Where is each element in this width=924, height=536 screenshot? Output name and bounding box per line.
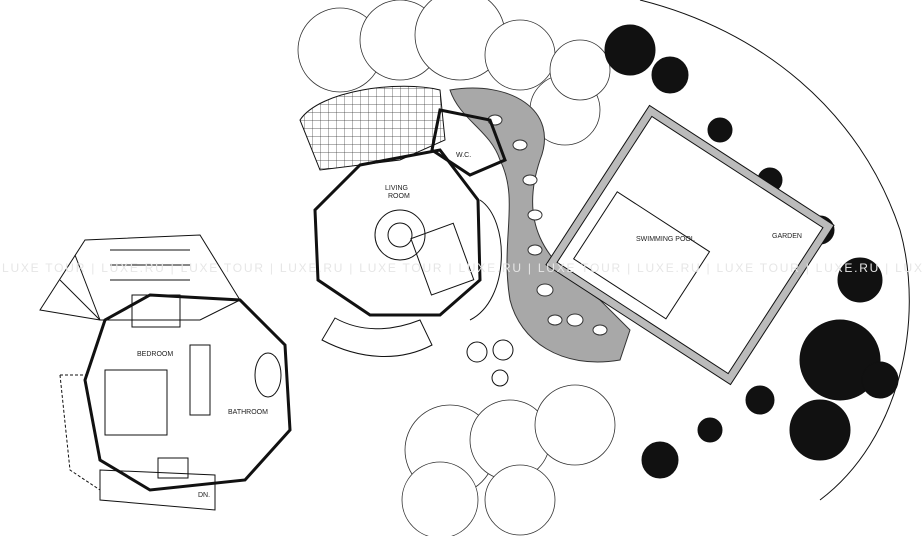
lattice-patio — [299, 85, 446, 171]
living-room-label-2: ROOM — [388, 193, 410, 200]
wc-walls — [430, 108, 507, 177]
down-label: DN. — [198, 492, 210, 499]
bedroom-villa-walls — [83, 293, 292, 492]
bed — [104, 369, 168, 436]
stepping-stone-path — [449, 87, 631, 363]
wc-label: W.C. — [456, 152, 471, 159]
swimming-pool — [545, 104, 835, 386]
palm-trees — [604, 24, 899, 479]
bathroom-label: BATHROOM — [228, 409, 268, 416]
trees-top — [297, 0, 611, 146]
watermark: LUXE TOUR | LUXE.RU | LUXE TOUR | LUXE.R… — [2, 261, 922, 275]
living-room-label-1: LIVING — [385, 185, 408, 192]
deck-stairs — [39, 234, 241, 321]
garden-label: GARDEN — [772, 233, 802, 240]
stepping-stones — [487, 114, 608, 336]
living-room-walls — [313, 148, 482, 317]
garden-boundary — [639, 0, 910, 501]
stair — [469, 199, 502, 321]
bedroom-label: BEDROOM — [137, 351, 173, 358]
trees-bottom — [401, 384, 616, 536]
pool-label: SWIMMING POOL — [636, 236, 695, 243]
